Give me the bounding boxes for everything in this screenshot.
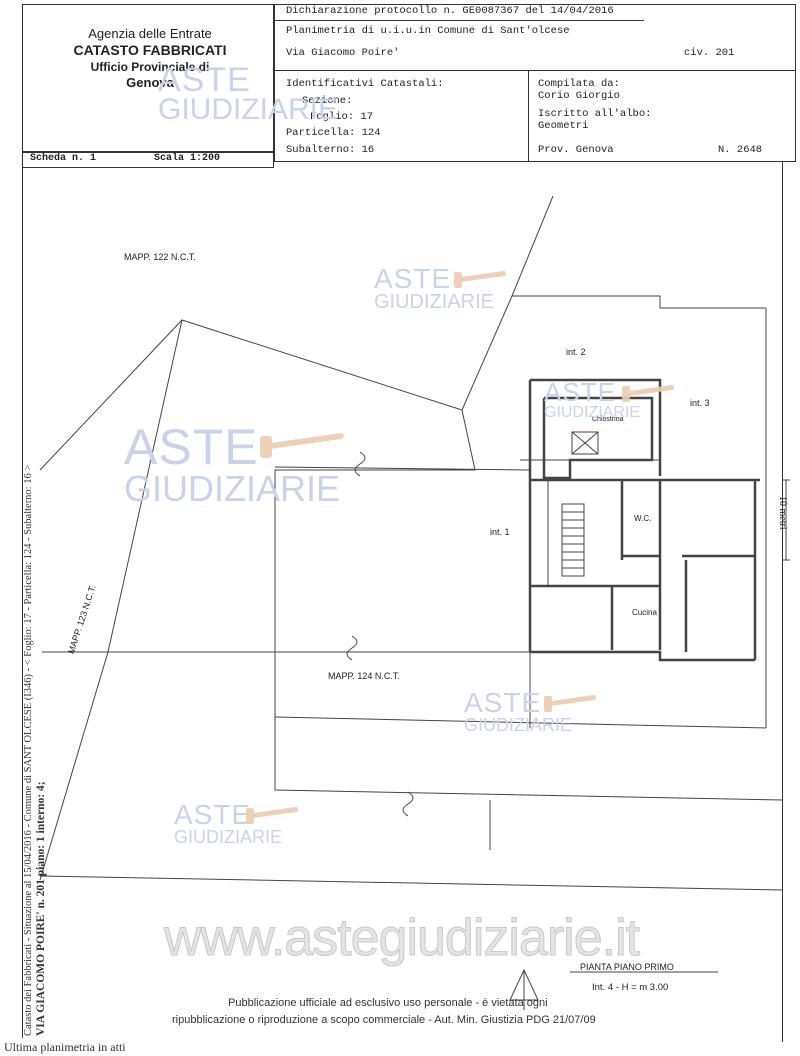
gavel-icon — [260, 433, 344, 458]
iscritto-title: Iscritto all'albo: — [538, 108, 652, 120]
scheda-label: Scheda n. 1 — [30, 153, 97, 164]
side-text-line2: VIA GIACOMO POIRE' n. 201 piano: 1 inter… — [35, 781, 47, 1036]
scheda-box — [22, 152, 274, 168]
ultima-planimetria: Ultima planimetria in atti — [4, 1040, 126, 1054]
label-int-1: int. 1 — [490, 527, 510, 537]
side-text-line1: Catasto dei Fabbricati - Situazione al 1… — [23, 464, 34, 1036]
particella-line: Particella: 124 — [286, 127, 381, 139]
compilata-title: Compilata da: — [538, 78, 620, 90]
foglio-line: Foglio: 17 — [310, 111, 374, 123]
gavel-icon — [246, 806, 298, 824]
label-int-3: int. 3 — [690, 398, 710, 408]
agency-title: Agenzia delle Entrate CATASTO FABBRICATI… — [40, 26, 260, 91]
int-h-label: Int. 4 - H = m 3.00 — [592, 982, 669, 993]
pianta-label: PIANTA PIANO PRIMO — [580, 962, 674, 972]
header-right-box — [274, 4, 796, 162]
gavel-icon — [454, 270, 506, 288]
scala-label: Scala 1:200 — [154, 153, 221, 164]
civ-line: civ. 201 — [684, 47, 735, 59]
header-left-box — [22, 4, 274, 152]
label-dimension: 10 metri — [777, 496, 788, 530]
address-line: Via Giacomo Poire' — [286, 47, 400, 59]
compilata-name: Corio Giorgio — [538, 90, 620, 102]
agency-line1: Agenzia delle Entrate — [88, 26, 212, 41]
label-mapp-122: MAPP. 122 N.C.T. — [124, 252, 196, 262]
subalterno-line: Subalterno: 16 — [286, 144, 375, 156]
planimetria-line: Planimetria di u.i.u.in Comune di Sant'o… — [286, 25, 570, 37]
label-int-2: int. 2 — [566, 347, 586, 357]
pubblicazione-line1: Pubblicazione ufficiale ad esclusivo uso… — [228, 997, 548, 1009]
iscritto-value: Geometri — [538, 120, 589, 132]
identificativi-title: Identificativi Catastali: — [286, 78, 444, 90]
label-mapp-124: MAPP. 124 N.C.T. — [328, 671, 400, 681]
pubblicazione-line2: ripubblicazione o riproduzione a scopo c… — [172, 1014, 596, 1026]
header-divider-2 — [528, 70, 529, 162]
label-cucina: Cucina — [632, 608, 657, 617]
sezione-line: Sezione: — [302, 95, 353, 107]
gavel-icon — [622, 384, 674, 402]
agency-line4: Genova — [126, 74, 174, 90]
prov-line: Prov. Genova — [538, 144, 614, 156]
page-border-right — [782, 162, 783, 1042]
header-divider-1 — [274, 70, 796, 71]
header-divider-top — [274, 20, 644, 21]
label-chiostrina: Chiostrina — [592, 416, 624, 423]
numero-line: N. 2648 — [718, 144, 763, 156]
agency-line2: CATASTO FABBRICATI — [73, 42, 227, 59]
label-wc: W.C. — [634, 514, 652, 523]
page-border-left — [22, 168, 23, 1038]
agency-line3: Ufficio Provinciale di — [90, 59, 210, 74]
gavel-icon — [544, 694, 596, 712]
dichiarazione-line: Dichiarazione protocollo n. GE0087367 de… — [286, 5, 614, 17]
website-watermark: www.astegiudiziarie.it — [163, 909, 640, 968]
